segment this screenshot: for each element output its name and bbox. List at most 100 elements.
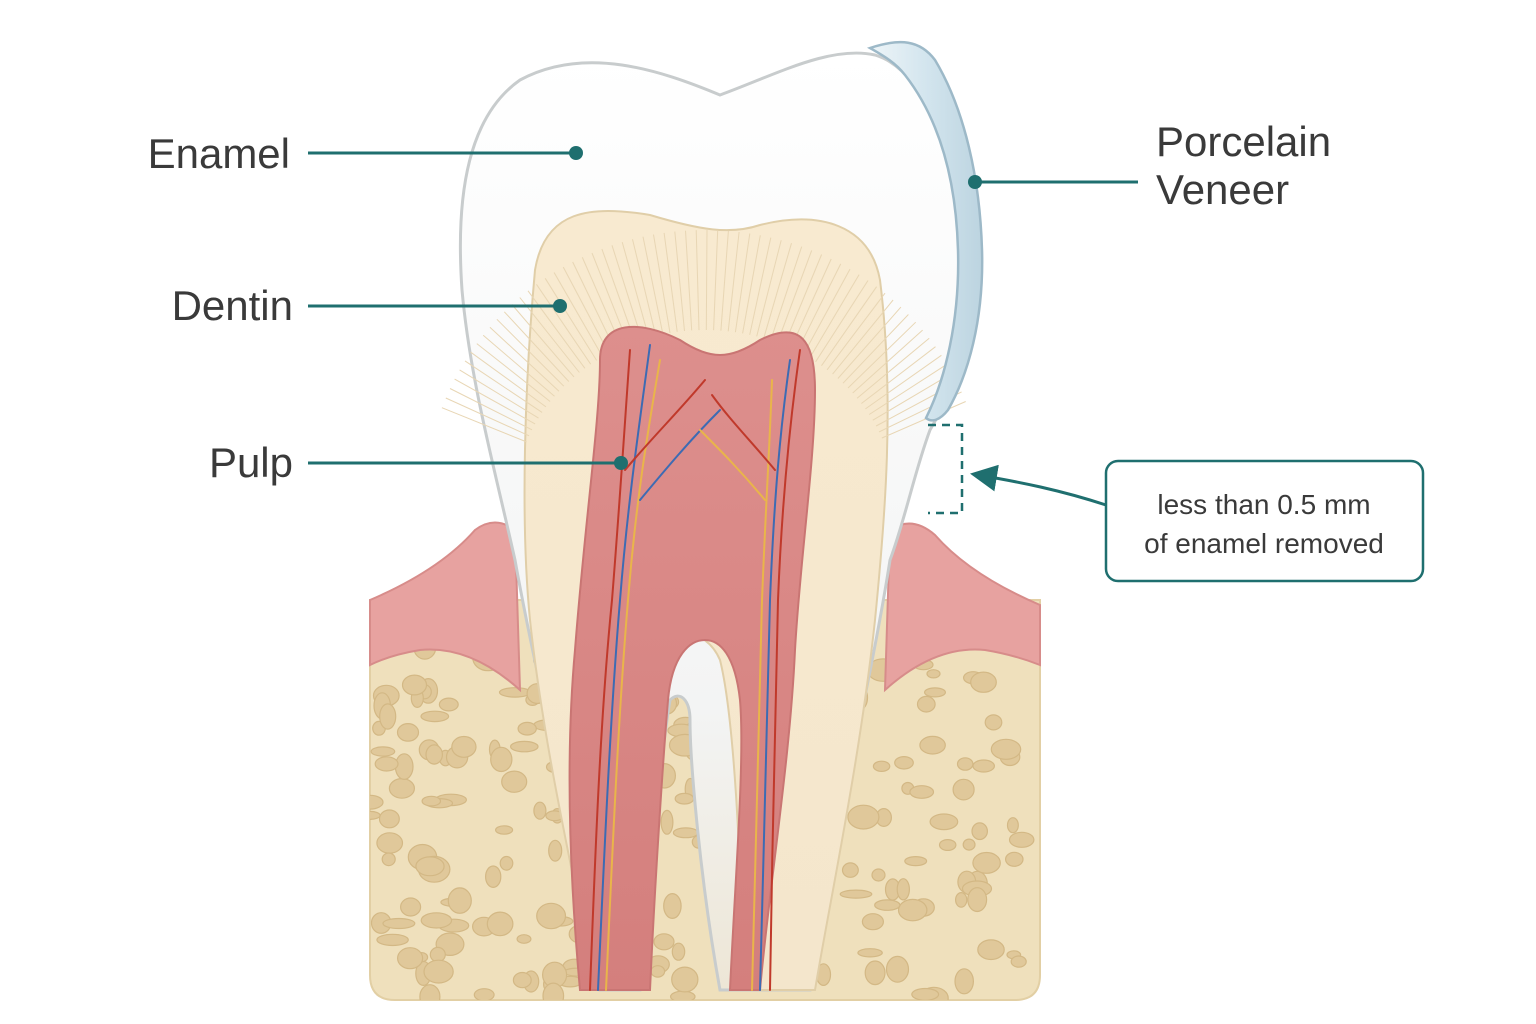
bone-pore — [495, 825, 514, 835]
callout-arrow — [970, 464, 1107, 507]
bone-pore — [653, 933, 675, 951]
bone-pore — [512, 971, 532, 989]
label-veneer-line1: Porcelain — [1156, 118, 1331, 165]
bone-pore — [970, 671, 997, 693]
dentin-tubule — [776, 250, 813, 343]
bone-pore — [381, 852, 396, 867]
dentin-tubule — [482, 334, 555, 397]
bone-pore — [926, 669, 941, 679]
bone-pore — [485, 865, 502, 888]
bone-pore — [841, 862, 859, 878]
bone-pore — [671, 942, 686, 961]
bone-pore — [397, 947, 424, 970]
bone-pore — [650, 965, 666, 978]
dentin-tubule — [663, 232, 678, 332]
dentin-tubule — [783, 254, 823, 346]
dentin-tubule — [763, 243, 792, 339]
bone-pore — [971, 822, 988, 841]
bone-pore — [536, 902, 567, 930]
bone-pore — [400, 897, 422, 917]
bone-pore — [916, 695, 936, 713]
bone-pore — [548, 839, 563, 862]
bone-pore — [421, 795, 442, 807]
vessel — [759, 359, 791, 991]
bone-pore — [447, 887, 472, 914]
bone-pore — [516, 934, 532, 944]
dentin-tubule — [476, 343, 551, 402]
dentin-tubule — [449, 388, 533, 431]
bone-pore — [911, 987, 940, 1000]
bone-pore — [509, 740, 539, 753]
dentin-tubule — [852, 329, 923, 394]
dentin-tubule — [832, 299, 894, 375]
dentin-tubule — [861, 346, 936, 404]
bone-pore — [896, 878, 911, 901]
dentin-tubule — [826, 292, 886, 371]
dentin-tubule — [536, 284, 592, 365]
bone-pore — [374, 756, 399, 772]
dentin-tubule — [770, 246, 803, 341]
leader-enamel — [308, 146, 583, 160]
bone-pore — [370, 794, 384, 810]
bone-pore — [490, 746, 513, 773]
dentin-tubule — [815, 280, 869, 363]
bone-pore — [517, 721, 537, 736]
bone-pore — [904, 855, 928, 867]
bone-pore — [1010, 955, 1027, 968]
bone-pore — [420, 710, 450, 723]
bone-pore — [923, 687, 946, 698]
dentin-tubule — [470, 351, 547, 408]
bone-pore — [370, 810, 381, 821]
bone-pore — [425, 744, 443, 765]
bone-pore — [972, 759, 995, 773]
dentin-tubule — [742, 235, 761, 334]
bone-pore — [1004, 851, 1024, 867]
bone-pore — [376, 933, 409, 947]
bone-pore — [499, 855, 514, 871]
bone-pore — [919, 735, 946, 755]
callout-box — [1104, 459, 1425, 583]
leader-dentin — [308, 299, 567, 313]
porcelain-veneer — [866, 40, 984, 422]
dentin-tubule — [496, 318, 565, 387]
bone-pore — [977, 939, 1005, 961]
vessel — [769, 349, 801, 991]
vessel — [751, 379, 773, 991]
bone-pore — [909, 785, 935, 799]
blood-vessels-nerves — [589, 344, 801, 991]
dentin-tubule — [881, 401, 966, 439]
dentin-tubule — [868, 363, 948, 415]
bone-pore — [857, 948, 883, 958]
bone-pore — [672, 827, 699, 839]
bone-pore — [663, 892, 682, 919]
dentin-tubule — [489, 326, 560, 392]
bone-pore — [839, 889, 873, 899]
dentin-tubule — [727, 231, 740, 332]
dentin-tubule — [464, 360, 543, 413]
bone-pore — [473, 988, 495, 1000]
label-veneer-line2: Veneer — [1156, 166, 1289, 213]
dentin-tubule — [674, 231, 685, 332]
dentin-tubule — [445, 397, 530, 437]
dentin-tubule — [562, 266, 610, 354]
vessel — [605, 359, 661, 991]
bone-pore — [415, 856, 445, 877]
bone-pore — [990, 738, 1022, 760]
vessel — [589, 349, 631, 991]
bone-pore — [376, 832, 404, 854]
bone-pore — [396, 723, 420, 742]
bone-pore — [864, 960, 886, 986]
dentin-tubule — [632, 239, 657, 336]
removal-indicator — [928, 423, 964, 515]
dentin-tubule — [872, 372, 953, 421]
bone-pore — [401, 674, 428, 696]
dentin-tubule — [441, 407, 527, 443]
dentin-tubule — [553, 272, 604, 358]
dentin-tubule — [802, 268, 851, 355]
bone-pore — [423, 959, 454, 984]
dentin-tubule — [511, 304, 575, 378]
dentin-tubule — [621, 241, 650, 338]
bone-pore — [674, 792, 695, 805]
bone-pore — [885, 955, 910, 983]
